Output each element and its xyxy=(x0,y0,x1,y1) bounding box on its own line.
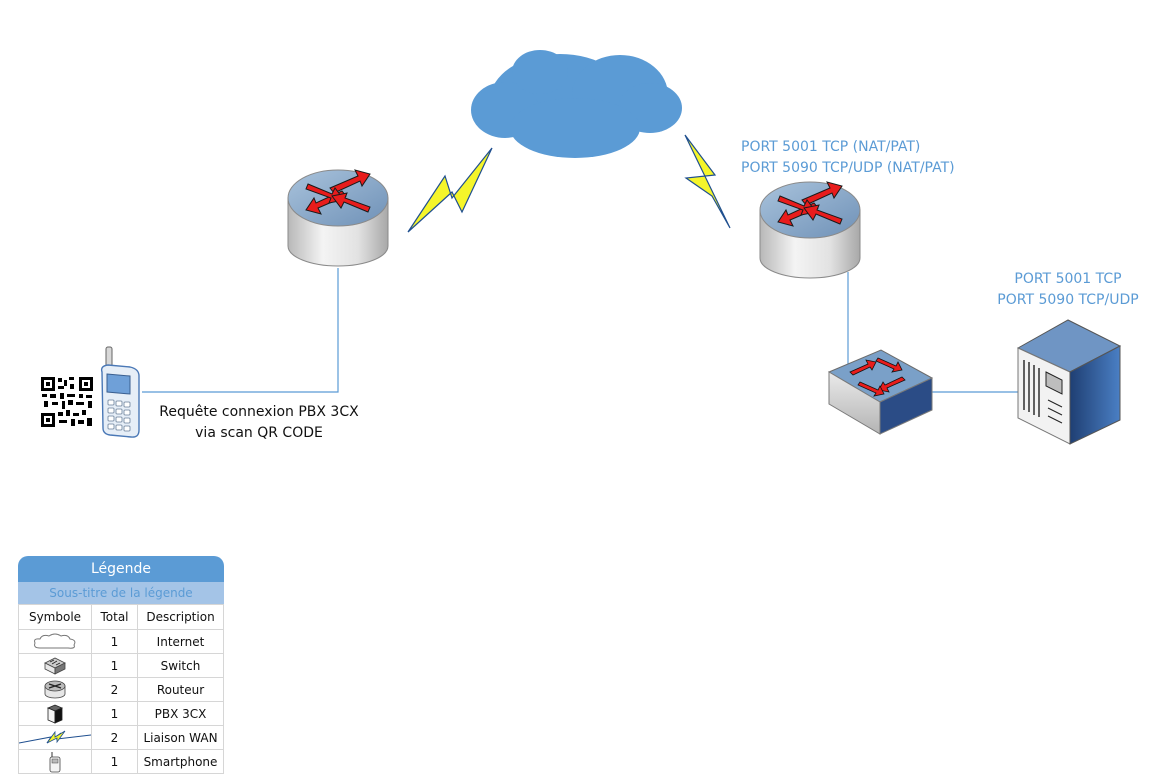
legend-total-cell: 1 xyxy=(91,749,138,774)
smartphone-request-label-2: via scan QR CODE xyxy=(195,425,323,441)
switch-icon xyxy=(827,349,934,435)
internet-cloud-icon xyxy=(471,50,682,158)
legend-row: 2 Liaison WAN xyxy=(18,725,224,750)
lightning-icon xyxy=(19,730,91,743)
legend-symbol-cell xyxy=(18,701,92,726)
legend-header-total: Total xyxy=(91,604,138,630)
legend-description-cell: Liaison WAN xyxy=(137,725,224,750)
qr-code-icon xyxy=(40,376,94,428)
legend-row: 1 Smartphone xyxy=(18,749,224,774)
legend-table: Symbole Total Description 1 Internet xyxy=(18,604,224,774)
legend-row: 1 Internet xyxy=(18,629,224,654)
cloud-icon xyxy=(34,633,76,649)
legend-symbol-cell xyxy=(18,749,92,774)
legend-total-cell: 2 xyxy=(91,677,138,702)
connection-lines xyxy=(142,268,1020,393)
server-port-label-1: PORT 5001 TCP xyxy=(1014,271,1121,287)
legend-row: 1 PBX 3CX xyxy=(18,701,224,726)
legend-subtitle: Sous-titre de la légende xyxy=(18,582,224,604)
legend-description-cell: Internet xyxy=(137,629,224,654)
switch-icon xyxy=(44,657,66,675)
router-icon xyxy=(44,680,66,698)
legend-total-cell: 2 xyxy=(91,725,138,750)
legend-symbol-cell xyxy=(18,653,92,678)
server-port-label-2: PORT 5090 TCP/UDP xyxy=(997,292,1138,308)
legend-description-cell: Smartphone xyxy=(137,749,224,774)
legend-symbol-cell xyxy=(18,629,92,654)
legend-total-cell: 1 xyxy=(91,701,138,726)
link-router-left-smartphone xyxy=(142,268,339,393)
legend-row: 2 Routeur xyxy=(18,677,224,702)
legend-title: Légende xyxy=(18,556,224,582)
router-left-icon xyxy=(287,169,389,267)
legend-header-row: Symbole Total Description xyxy=(18,604,224,630)
legend-description-cell: Routeur xyxy=(137,677,224,702)
legend-description-cell: PBX 3CX xyxy=(137,701,224,726)
legend-total-cell: 1 xyxy=(91,653,138,678)
wan-lightning-left-icon xyxy=(407,147,493,233)
router-right-port-label-2: PORT 5090 TCP/UDP (NAT/PAT) xyxy=(741,160,955,176)
legend-row: 1 Switch xyxy=(18,653,224,678)
legend-description-cell: Switch xyxy=(137,653,224,678)
pbx-server-icon xyxy=(1016,319,1122,445)
smartphone-icon xyxy=(100,346,140,438)
legend-symbol-cell xyxy=(18,677,92,702)
smartphone-request-label-1: Requête connexion PBX 3CX xyxy=(159,404,359,420)
smartphone-icon xyxy=(49,751,61,772)
wan-lightning-right-icon xyxy=(684,134,731,229)
router-right-icon xyxy=(759,181,861,279)
legend-total-cell: 1 xyxy=(91,629,138,654)
router-right-port-label-1: PORT 5001 TCP (NAT/PAT) xyxy=(741,139,920,155)
legend-header-symbol: Symbole xyxy=(18,604,92,630)
network-diagram: PORT 5001 TCP (NAT/PAT) PORT 5090 TCP/UD… xyxy=(40,50,1139,445)
legend-header-description: Description xyxy=(137,604,224,630)
legend-symbol-cell xyxy=(18,725,92,750)
legend: Légende Sous-titre de la légende Symbole… xyxy=(18,556,224,774)
server-icon xyxy=(46,704,64,724)
